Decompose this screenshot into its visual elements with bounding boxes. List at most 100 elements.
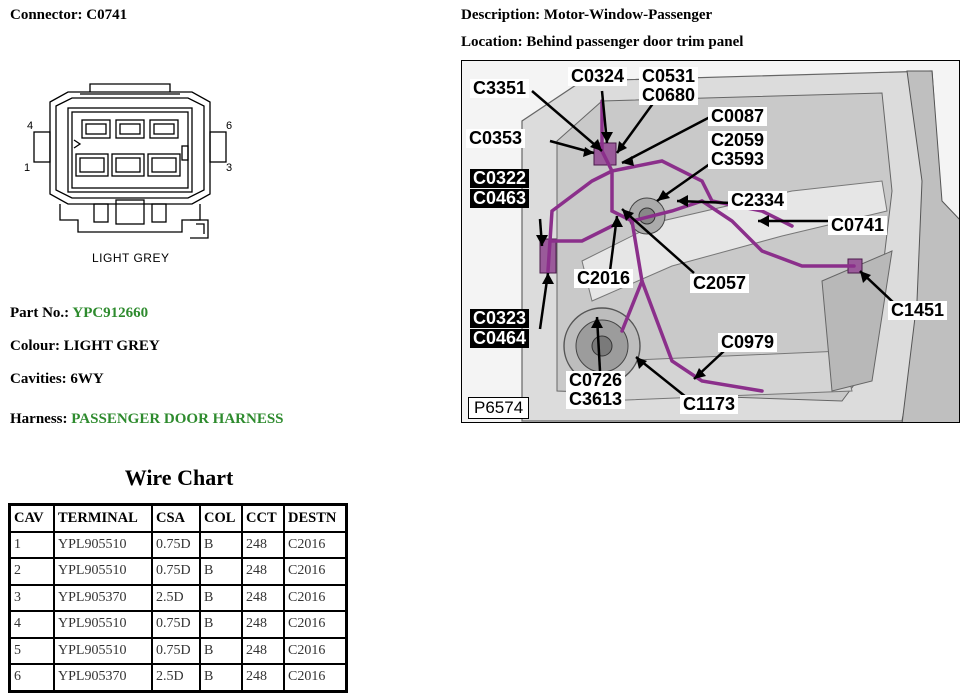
cell-col: B (200, 611, 242, 638)
cell-cct: 248 (242, 558, 284, 585)
cell-terminal: YPL905510 (54, 558, 152, 585)
connector-id: C0741 (86, 7, 128, 23)
cavities-label: Cavities: (10, 371, 67, 387)
wire-chart-table: CAV TERMINAL CSA COL CCT DESTN 1 YPL9055… (8, 503, 348, 693)
cell-cct: 248 (242, 611, 284, 638)
cell-destn: C2016 (284, 637, 346, 664)
callout-c0464[interactable]: C0464 (470, 329, 530, 348)
wire-chart-header-row: CAV TERMINAL CSA COL CCT DESTN (10, 505, 346, 532)
col-header-destn: DESTN (284, 505, 346, 532)
cell-cct: 248 (242, 531, 284, 558)
part-no-label: Part No.: (10, 305, 70, 321)
location-illustration: C3351 C0324 C0531 C0680 C0087 C0353 C205… (461, 60, 960, 423)
cell-csa: 0.75D (152, 637, 200, 664)
table-row: 4 YPL905510 0.75D B 248 C2016 (10, 611, 346, 638)
location-value: Behind passenger door trim panel (526, 34, 744, 50)
col-header-cct: CCT (242, 505, 284, 532)
location-label: Location: Behind passenger door trim pan… (461, 34, 743, 51)
callout-c2334[interactable]: C2334 (728, 191, 788, 210)
cell-col: B (200, 637, 242, 664)
cell-csa: 2.5D (152, 664, 200, 691)
location-label-text: Location: (461, 34, 523, 50)
table-row: 3 YPL905370 2.5D B 248 C2016 (10, 584, 346, 611)
callout-c0726[interactable]: C0726 (566, 371, 626, 390)
callout-c0322[interactable]: C0322 (470, 169, 530, 188)
connector-label-text: Connector: (10, 7, 83, 23)
cell-csa: 2.5D (152, 584, 200, 611)
col-header-cav: CAV (10, 505, 54, 532)
wire-chart-title: Wire Chart (124, 465, 234, 490)
part-no-row: Part No.: YPC912660 (10, 305, 148, 322)
callout-c1451[interactable]: C1451 (888, 301, 948, 320)
callout-c0531[interactable]: C0531 (639, 67, 699, 86)
cavities-value: 6WY (70, 371, 104, 387)
colour-value: LIGHT GREY (63, 338, 160, 354)
cell-destn: C2016 (284, 611, 346, 638)
col-header-csa: CSA (152, 505, 200, 532)
callout-c0323[interactable]: C0323 (470, 309, 530, 328)
cell-cav: 4 (10, 611, 54, 638)
cell-cav: 3 (10, 584, 54, 611)
cell-cav: 1 (10, 531, 54, 558)
cell-cct: 248 (242, 584, 284, 611)
callout-c0353[interactable]: C0353 (466, 129, 526, 148)
cell-col: B (200, 531, 242, 558)
pin-label-1: 1 (24, 162, 30, 174)
cell-terminal: YPL905510 (54, 611, 152, 638)
cell-csa: 0.75D (152, 531, 200, 558)
cell-col: B (200, 664, 242, 691)
colour-row: Colour: LIGHT GREY (10, 338, 160, 355)
col-header-terminal: TERMINAL (54, 505, 152, 532)
pin-label-6: 6 (226, 120, 232, 132)
harness-value[interactable]: PASSENGER DOOR HARNESS (71, 411, 284, 427)
part-no-value[interactable]: YPC912660 (72, 305, 149, 321)
callout-c2059[interactable]: C2059 (708, 131, 768, 150)
cell-csa: 0.75D (152, 558, 200, 585)
cell-terminal: YPL905370 (54, 664, 152, 691)
cell-cav: 2 (10, 558, 54, 585)
cell-destn: C2016 (284, 584, 346, 611)
description-label: Description: Motor-Window-Passenger (461, 7, 712, 24)
cell-terminal: YPL905510 (54, 637, 152, 664)
cell-col: B (200, 558, 242, 585)
callout-c0463[interactable]: C0463 (470, 189, 530, 208)
table-row: 5 YPL905510 0.75D B 248 C2016 (10, 637, 346, 664)
harness-row: Harness: PASSENGER DOOR HARNESS (10, 411, 284, 428)
cell-cav: 5 (10, 637, 54, 664)
cell-terminal: YPL905370 (54, 584, 152, 611)
cell-destn: C2016 (284, 558, 346, 585)
cavities-row: Cavities: 6WY (10, 371, 104, 388)
cell-cct: 248 (242, 664, 284, 691)
door-illustration (462, 61, 959, 422)
description-label-text: Description: (461, 7, 541, 23)
cell-cct: 248 (242, 637, 284, 664)
cell-csa: 0.75D (152, 611, 200, 638)
callout-c3593[interactable]: C3593 (708, 150, 768, 169)
pin-label-3: 3 (226, 162, 232, 174)
colour-label: Colour: (10, 338, 60, 354)
cell-cav: 6 (10, 664, 54, 691)
callout-c1173[interactable]: C1173 (680, 395, 739, 414)
harness-label: Harness: (10, 411, 68, 427)
pin-label-4: 4 (27, 120, 33, 132)
cell-destn: C2016 (284, 531, 346, 558)
callout-c0741[interactable]: C0741 (828, 216, 888, 235)
callout-c0680[interactable]: C0680 (639, 86, 699, 105)
callout-c3351[interactable]: C3351 (470, 79, 530, 98)
table-row: 2 YPL905510 0.75D B 248 C2016 (10, 558, 346, 585)
connector-label: Connector: C0741 (10, 7, 127, 24)
callout-c0979[interactable]: C0979 (718, 333, 778, 352)
callout-c2016[interactable]: C2016 (574, 269, 634, 288)
callout-c0324[interactable]: C0324 (568, 67, 628, 86)
cell-col: B (200, 584, 242, 611)
col-header-col: COL (200, 505, 242, 532)
callout-c3613[interactable]: C3613 (566, 390, 626, 409)
connector-colour-caption: LIGHT GREY (92, 251, 169, 265)
table-row: 1 YPL905510 0.75D B 248 C2016 (10, 531, 346, 558)
callout-c2057[interactable]: C2057 (690, 274, 750, 293)
callout-c0087[interactable]: C0087 (708, 107, 768, 126)
illustration-ref: P6574 (468, 397, 530, 419)
cell-destn: C2016 (284, 664, 346, 691)
table-row: 6 YPL905370 2.5D B 248 C2016 (10, 664, 346, 691)
connector-face-diagram: 4 1 6 3 LIGHT GREY (24, 83, 232, 265)
